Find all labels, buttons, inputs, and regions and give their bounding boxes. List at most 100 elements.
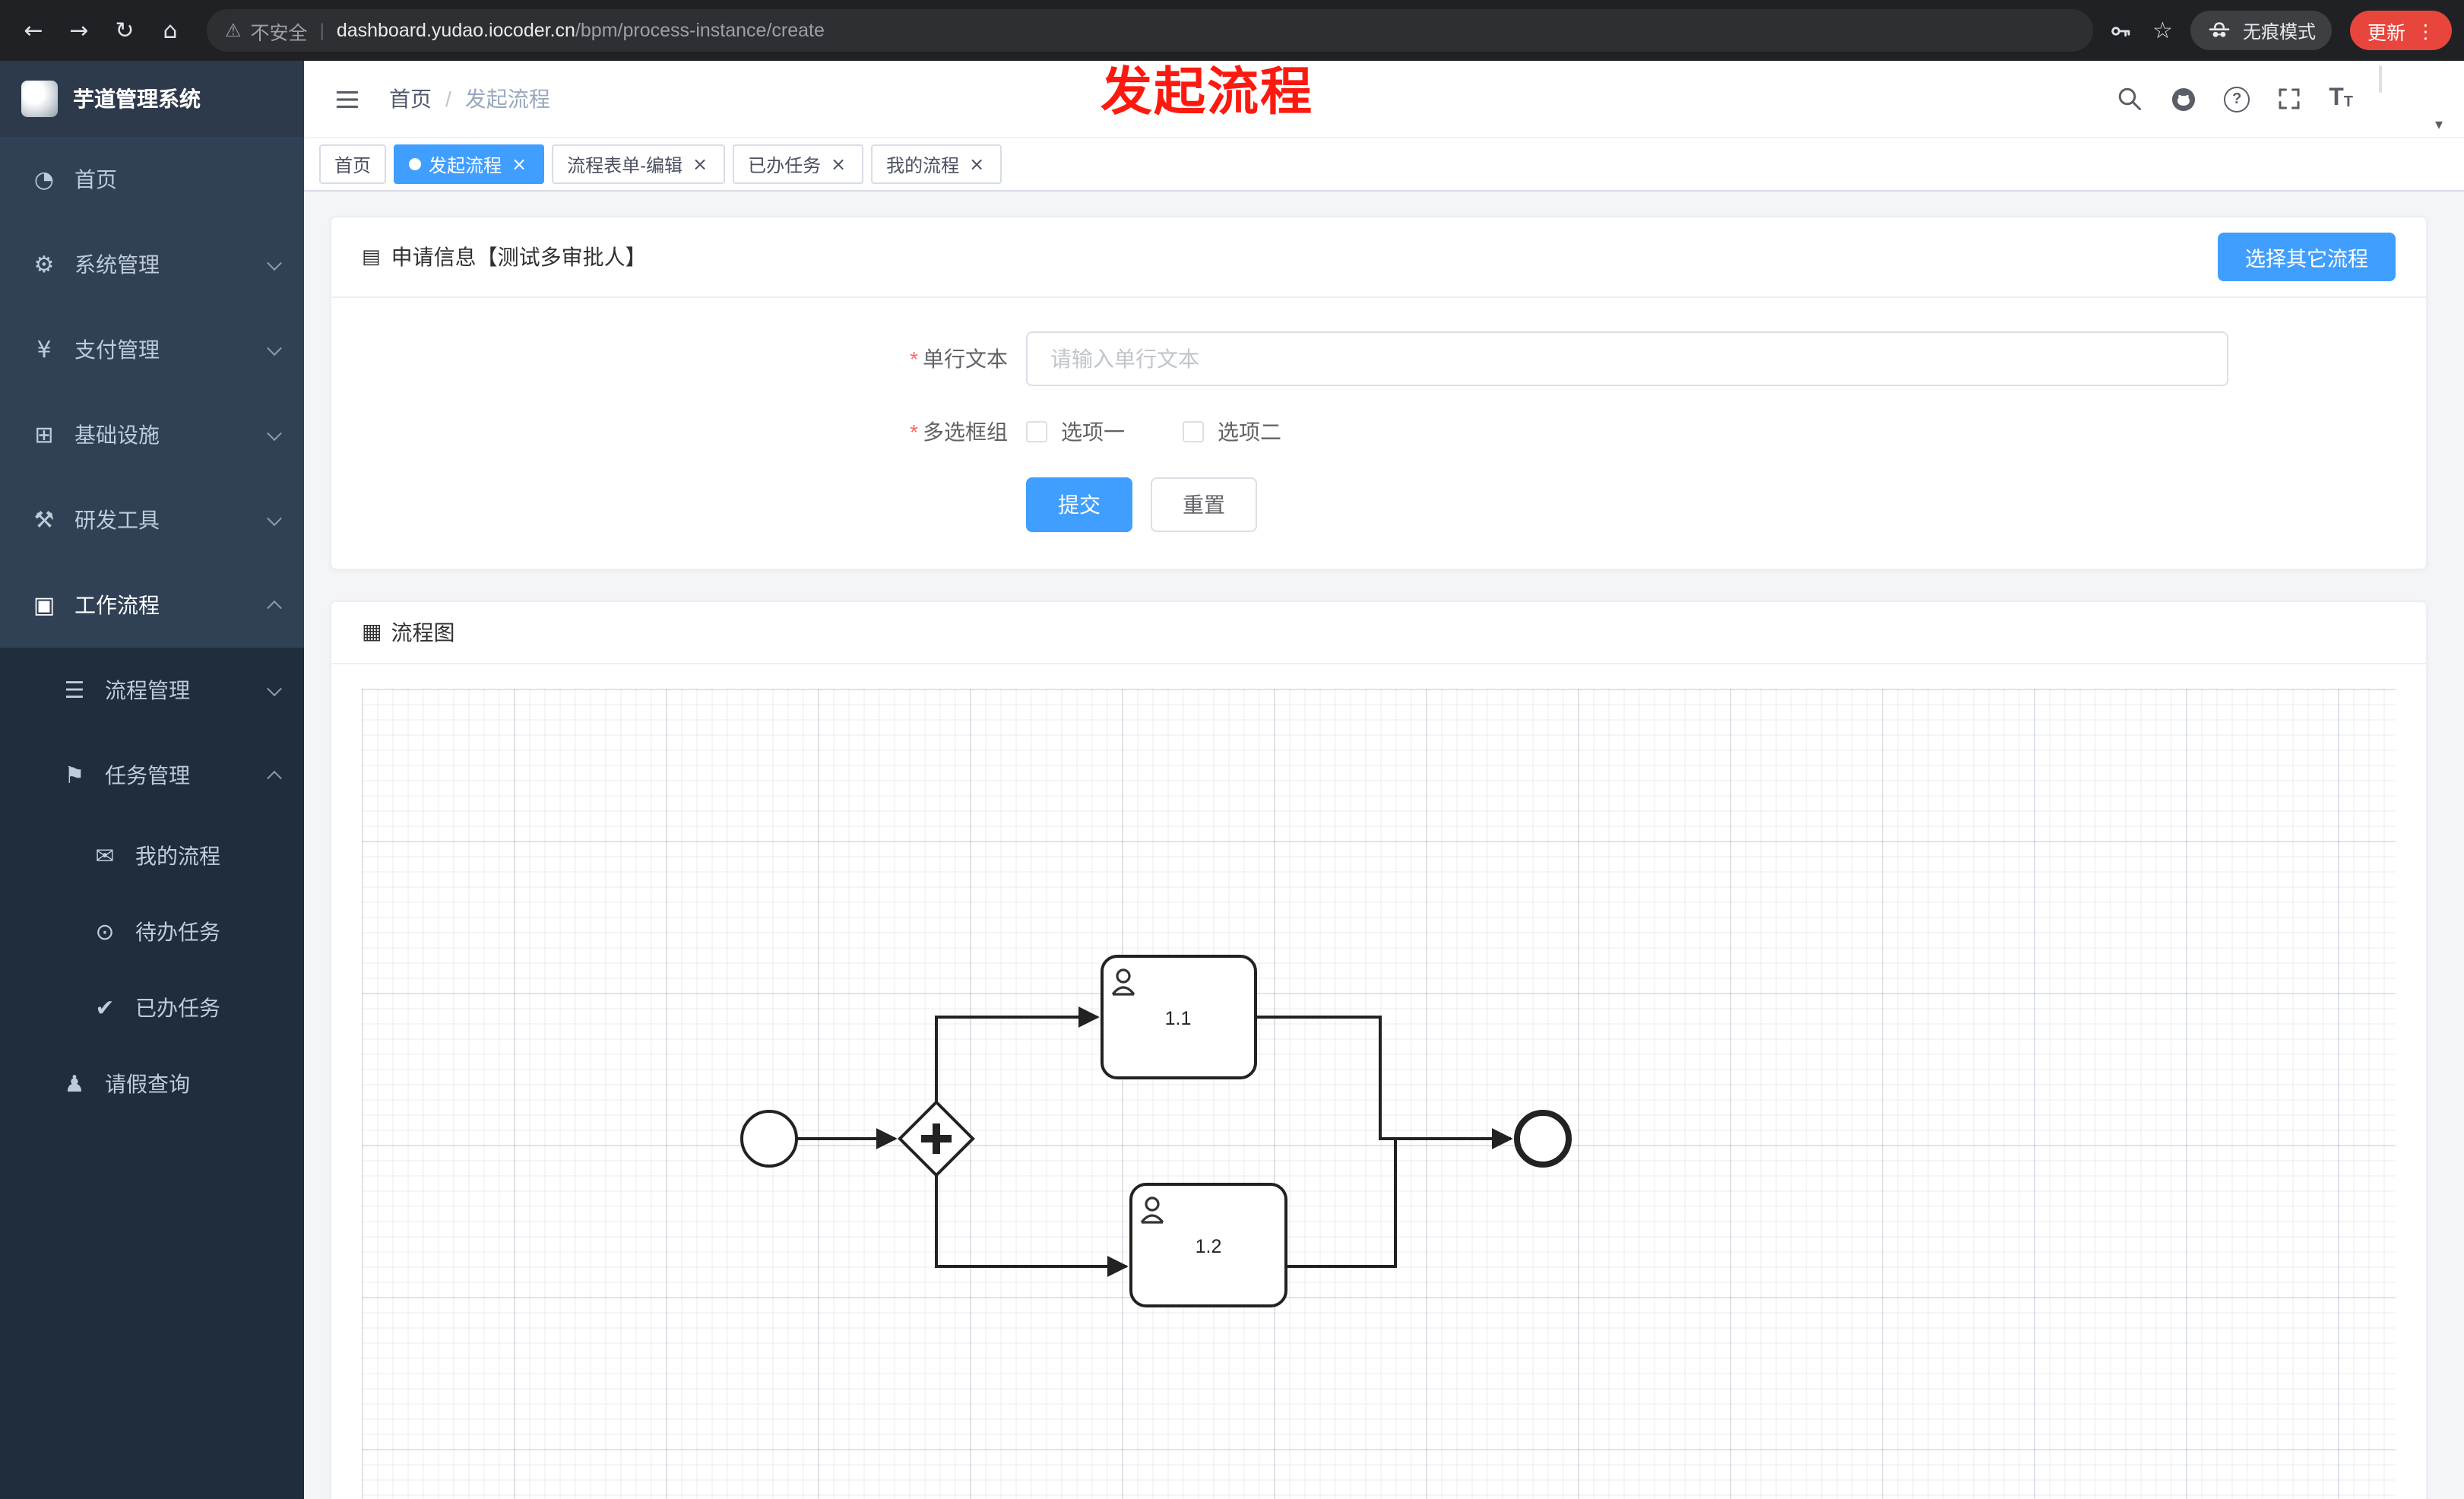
sidebar-item-dev-tools[interactable]: ⚒ 研发工具	[0, 477, 304, 563]
monitor-icon: ⊞	[34, 421, 54, 448]
chevron-down-icon	[267, 255, 282, 271]
reset-button[interactable]: 重置	[1151, 477, 1257, 532]
flow-task2-to-merge	[1286, 1139, 1397, 1268]
logo-image	[21, 81, 58, 117]
incognito-label: 无痕模式	[2242, 21, 2316, 42]
bpmn-canvas[interactable]: 1.1 1.2	[362, 689, 2396, 1499]
tab-label: 首页	[334, 154, 372, 176]
sidebar-item-leave-query[interactable]: ♟ 请假查询	[0, 1046, 304, 1122]
checkbox-option-2[interactable]: 选项二	[1183, 417, 1281, 447]
active-tab-dot	[409, 158, 422, 170]
font-size-large: T	[2329, 85, 2344, 111]
sidebar-item-label: 请假查询	[105, 1072, 190, 1096]
flag-icon: ⚑	[64, 762, 85, 789]
workflow-icon: ▣	[33, 591, 55, 619]
sidebar-item-todo-tasks[interactable]: ⊙ 待办任务	[0, 894, 304, 970]
update-button[interactable]: 更新 ⋮	[2350, 11, 2452, 50]
sidebar-item-home[interactable]: ◔ 首页	[0, 137, 304, 222]
user-task-1: 1.1	[1101, 955, 1257, 1079]
tab-my-process[interactable]: 我的流程 ×	[871, 144, 1002, 184]
sidebar-item-system-management[interactable]: ⚙ 系统管理	[0, 222, 304, 307]
url-path: /bpm/process-instance/create	[575, 20, 825, 41]
chevron-down-icon	[267, 680, 282, 696]
checkbox-box[interactable]	[1183, 421, 1204, 442]
tab-start-process[interactable]: 发起流程 ×	[394, 144, 545, 184]
close-icon[interactable]: ×	[511, 154, 527, 175]
required-mark: *	[910, 347, 918, 371]
tools-icon: ⚒	[33, 506, 55, 534]
checkbox-box[interactable]	[1026, 421, 1047, 442]
star-icon[interactable]: ☆	[2152, 17, 2173, 44]
chevron-down-icon	[267, 425, 282, 441]
close-icon[interactable]: ×	[692, 154, 708, 175]
sidebar-item-workflow[interactable]: ▣ 工作流程	[0, 563, 304, 648]
flowchart-card-header: ▦ 流程图	[331, 602, 2426, 664]
user-avatar[interactable]: ▾	[2379, 65, 2443, 134]
sidebar-menu: ◔ 首页 ⚙ 系统管理 ¥ 支付管理 ⊞ 基础设施 ⚒ 研发工具	[0, 137, 304, 648]
close-icon[interactable]: ×	[831, 154, 847, 175]
browser-menu-icon[interactable]: ⋮	[2416, 19, 2435, 42]
url-bar[interactable]: ⚠ 不安全 | dashboard.yudao.iocoder.cn /bpm/…	[207, 9, 2094, 52]
chevron-down-icon	[267, 510, 282, 526]
sidebar-item-infrastructure[interactable]: ⊞ 基础设施	[0, 392, 304, 477]
breadcrumb-separator: /	[445, 87, 451, 111]
chrome-actions: ☆ 无痕模式 更新 ⋮	[2108, 11, 2452, 50]
dashboard-icon: ◔	[33, 166, 55, 193]
avatar-image	[2379, 65, 2382, 93]
breadcrumb-home[interactable]: 首页	[389, 87, 432, 111]
single-line-text-label: *单行文本	[910, 347, 1008, 371]
help-icon[interactable]: ?	[2224, 86, 2250, 112]
search-icon[interactable]	[2116, 85, 2143, 113]
sidebar-item-process-management[interactable]: ☰ 流程管理	[0, 648, 304, 733]
tab-label: 流程表单-编辑	[567, 154, 683, 176]
single-line-text-input[interactable]	[1026, 331, 2228, 386]
tab-form-edit[interactable]: 流程表单-编辑 ×	[552, 144, 726, 184]
sidebar-item-my-process[interactable]: ✉ 我的流程	[0, 818, 304, 894]
user-task-icon	[1140, 1196, 1164, 1224]
submit-button[interactable]: 提交	[1026, 477, 1132, 532]
sidebar-item-label: 工作流程	[74, 593, 160, 617]
sidebar: 芋道管理系统 ◔ 首页 ⚙ 系统管理 ¥ 支付管理 ⊞ 基础设施	[0, 61, 304, 1499]
breadcrumb: 首页 / 发起流程	[389, 84, 550, 114]
update-label: 更新	[2367, 22, 2405, 43]
sidebar-item-done-tasks[interactable]: ✔ 已办任务	[0, 970, 304, 1046]
tab-label: 我的流程	[886, 154, 960, 176]
sidebar-item-task-management[interactable]: ⚑ 任务管理	[0, 733, 304, 818]
user-task-icon	[1111, 968, 1135, 996]
sidebar-item-label: 首页	[74, 167, 117, 192]
sidebar-item-label: 研发工具	[74, 508, 160, 532]
collapse-sidebar-icon[interactable]	[328, 81, 365, 117]
checkbox-label: 选项一	[1061, 420, 1125, 444]
workflow-submenu: ☰ 流程管理 ⚑ 任务管理 ✉ 我的流程 ⊙ 待办任务 ✔ 已办任务	[0, 648, 304, 1499]
sidebar-item-label: 流程管理	[105, 678, 190, 702]
flow-gateway-to-task1	[935, 1006, 1100, 1102]
refresh-icon[interactable]: ↻	[115, 17, 135, 44]
home-icon[interactable]: ⌂	[163, 17, 178, 44]
checkbox-option-1[interactable]: 选项一	[1026, 417, 1125, 447]
user-icon: ♟	[64, 1070, 85, 1098]
sidebar-item-label: 已办任务	[135, 996, 220, 1020]
sidebar-item-payment-management[interactable]: ¥ 支付管理	[0, 307, 304, 392]
choose-other-process-button[interactable]: 选择其它流程	[2218, 233, 2396, 281]
key-icon[interactable]	[2108, 17, 2134, 43]
application-card-title: 申请信息【测试多审批人】	[391, 245, 647, 269]
tab-done-tasks[interactable]: 已办任务 ×	[733, 144, 864, 184]
tab-home[interactable]: 首页	[319, 144, 387, 184]
plus-icon	[921, 1123, 952, 1154]
incognito-icon	[2209, 22, 2231, 37]
application-form: *单行文本 *多选框组 选项一 选项二	[331, 298, 2426, 569]
close-icon[interactable]: ×	[969, 154, 985, 175]
forward-icon[interactable]: →	[69, 17, 89, 44]
github-icon[interactable]	[2169, 84, 2198, 113]
tab-label: 发起流程	[429, 154, 502, 176]
fullscreen-icon[interactable]	[2276, 85, 2303, 113]
document-icon: ▤	[362, 246, 381, 268]
application-card: ▤ 申请信息【测试多审批人】 选择其它流程 *单行文本 *多选框组 选项一	[330, 216, 2428, 570]
user-task-2: 1.2	[1129, 1183, 1287, 1307]
back-icon[interactable]: ←	[24, 17, 43, 44]
flowchart-card: ▦ 流程图	[330, 601, 2428, 1499]
check-icon: ✔	[95, 994, 115, 1022]
chevron-down-icon	[267, 340, 282, 356]
